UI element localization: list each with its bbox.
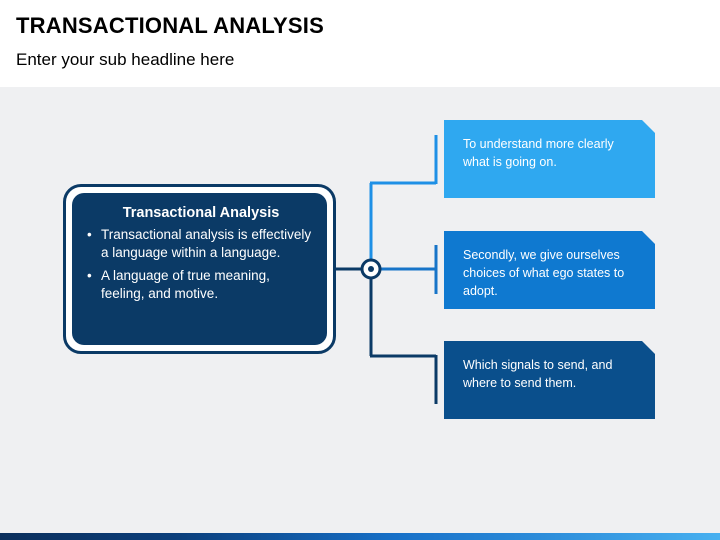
main-box: Transactional Analysis Transactional ana…	[72, 193, 327, 345]
hub-node-dot	[368, 266, 374, 272]
main-box-title: Transactional Analysis	[122, 205, 280, 221]
point-card-1: To understand more clearly what is going…	[444, 120, 655, 198]
main-box-bullet: A language of true meaning, feeling, and…	[87, 267, 315, 303]
page-subtitle: Enter your sub headline here	[16, 50, 235, 69]
footer-accent-bar	[0, 533, 720, 540]
main-box-bullet-list: Transactional analysis is effectively a …	[87, 226, 315, 303]
point-card-text: Secondly, we give ourselves choices of w…	[463, 248, 625, 298]
point-card-2: Secondly, we give ourselves choices of w…	[444, 231, 655, 309]
point-card-text: To understand more clearly what is going…	[463, 137, 614, 169]
point-card-text: Which signals to send, and where to send…	[463, 358, 613, 390]
main-box-bullet: Transactional analysis is effectively a …	[87, 226, 315, 262]
page-title: TRANSACTIONAL ANALYSIS	[16, 13, 324, 38]
point-card-3: Which signals to send, and where to send…	[444, 341, 655, 419]
